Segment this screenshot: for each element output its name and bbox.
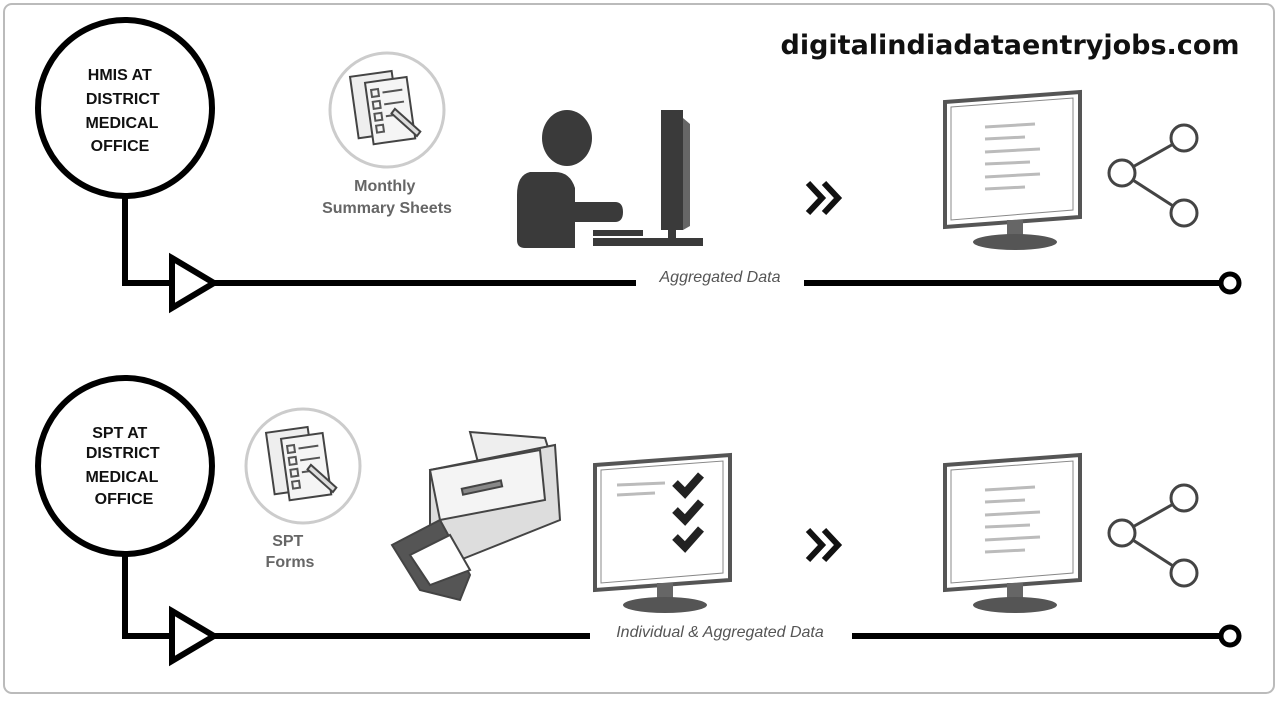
node-label: SPT AT DISTRICT MEDICAL OFFICE (85, 425, 164, 508)
scanner-icon (390, 430, 562, 602)
triangle-arrow-icon (169, 605, 220, 667)
monitor-icon (943, 90, 1082, 252)
person-at-computer-icon (517, 110, 703, 248)
watermark: digitalindiadataentryjobs.com (781, 30, 1240, 61)
end-node-icon (1218, 624, 1242, 648)
document-sheets-icon (328, 51, 446, 169)
document-sheets-icon (244, 407, 362, 525)
end-node-icon (1218, 271, 1242, 295)
flow-label: Individual & Aggregated Data (616, 624, 824, 641)
triangle-arrow-icon (169, 252, 220, 314)
row-hmis: HMIS AT DISTRICT MEDICAL OFFICE Aggregat… (35, 17, 1242, 314)
monitor-icon (943, 453, 1082, 615)
node-circle (35, 17, 215, 199)
node-circle (35, 375, 215, 557)
monitor-checklist-icon (593, 453, 732, 615)
node-label: HMIS AT DISTRICT MEDICAL OFFICE (85, 67, 164, 155)
flow-label: Aggregated Data (659, 269, 781, 286)
row-spt: SPT AT DISTRICT MEDICAL OFFICE Individua… (35, 375, 1242, 667)
input-caption: SPT Forms (266, 533, 315, 571)
input-caption: Monthly Summary Sheets (322, 178, 452, 217)
